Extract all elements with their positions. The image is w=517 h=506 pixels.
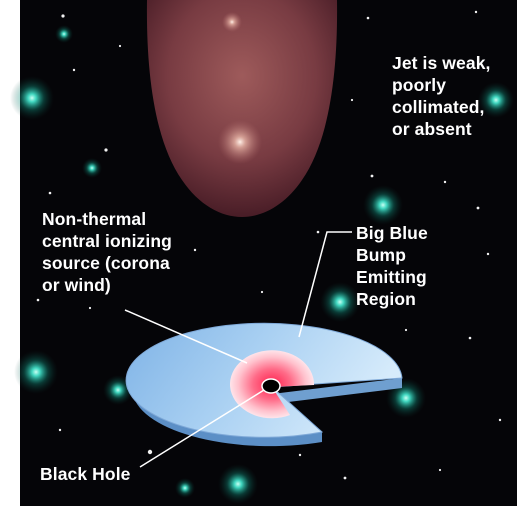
white-star [343,476,347,480]
leader-line-corona [124,309,248,364]
white-star [468,336,472,340]
label-corona-line: Non-thermal [42,209,147,229]
white-star [147,449,153,455]
white-star [438,468,442,472]
accretion-disk [125,322,403,447]
teal-star [82,158,102,178]
white-star [474,10,478,14]
white-margin [0,0,20,506]
white-star [476,206,480,210]
white-star [88,306,92,310]
label-bump-line: Emitting [356,267,427,287]
white-star [260,290,264,294]
teal-star [10,76,54,120]
white-star [316,230,320,234]
white-star [48,191,52,195]
white-star [370,174,374,178]
white-star [58,428,62,432]
white-star [404,328,408,332]
disk-edge [133,387,322,447]
jet-glow-star-small [222,12,242,32]
label-bump-line: Bump [356,245,406,265]
teal-star [478,82,514,118]
white-star [366,16,370,20]
teal-star [103,375,133,405]
teal-star [175,478,195,498]
leader-line-bump [298,231,352,338]
white-star [443,180,447,184]
white-star [486,252,490,256]
white-star [104,148,108,152]
white-star [498,418,502,422]
white-star [298,453,302,457]
teal-star [363,185,403,225]
label-jet-line: collimated, [392,97,485,117]
jet-glow-star [218,120,262,164]
white-star [36,298,40,302]
white-star [72,68,76,72]
label-black-hole: Black Hole [40,463,130,485]
white-star [350,98,354,102]
label-jet-line: Jet is weak, [392,53,491,73]
label-jet-line: poorly [392,75,447,95]
disk-edge [272,378,402,404]
label-corona-line: or wind) [42,275,111,295]
white-star [193,248,197,252]
label-corona: Non-thermal central ionizing source (cor… [42,208,172,296]
white-star [61,14,65,18]
white-star-field [36,10,502,480]
teal-star-field [10,25,514,504]
label-bump-line: Region [356,289,416,309]
label-bump-line: Big Blue [356,223,428,243]
label-jet-line: or absent [392,119,472,139]
label-big-blue-bump: Big Blue Bump Emitting Region [356,222,428,310]
teal-star [14,350,58,394]
leader-lines [124,231,352,468]
leader-line-black-hole [139,389,265,468]
label-corona-line: source (corona [42,253,170,273]
teal-star [55,25,73,43]
white-star [118,44,122,48]
jet-plume [146,0,338,217]
teal-star [320,282,360,322]
label-corona-line: central ionizing [42,231,172,251]
label-jet: Jet is weak, poorly collimated, or absen… [392,52,490,140]
label-black-hole-text: Black Hole [40,464,131,484]
teal-star [218,464,258,504]
black-hole [261,378,281,394]
